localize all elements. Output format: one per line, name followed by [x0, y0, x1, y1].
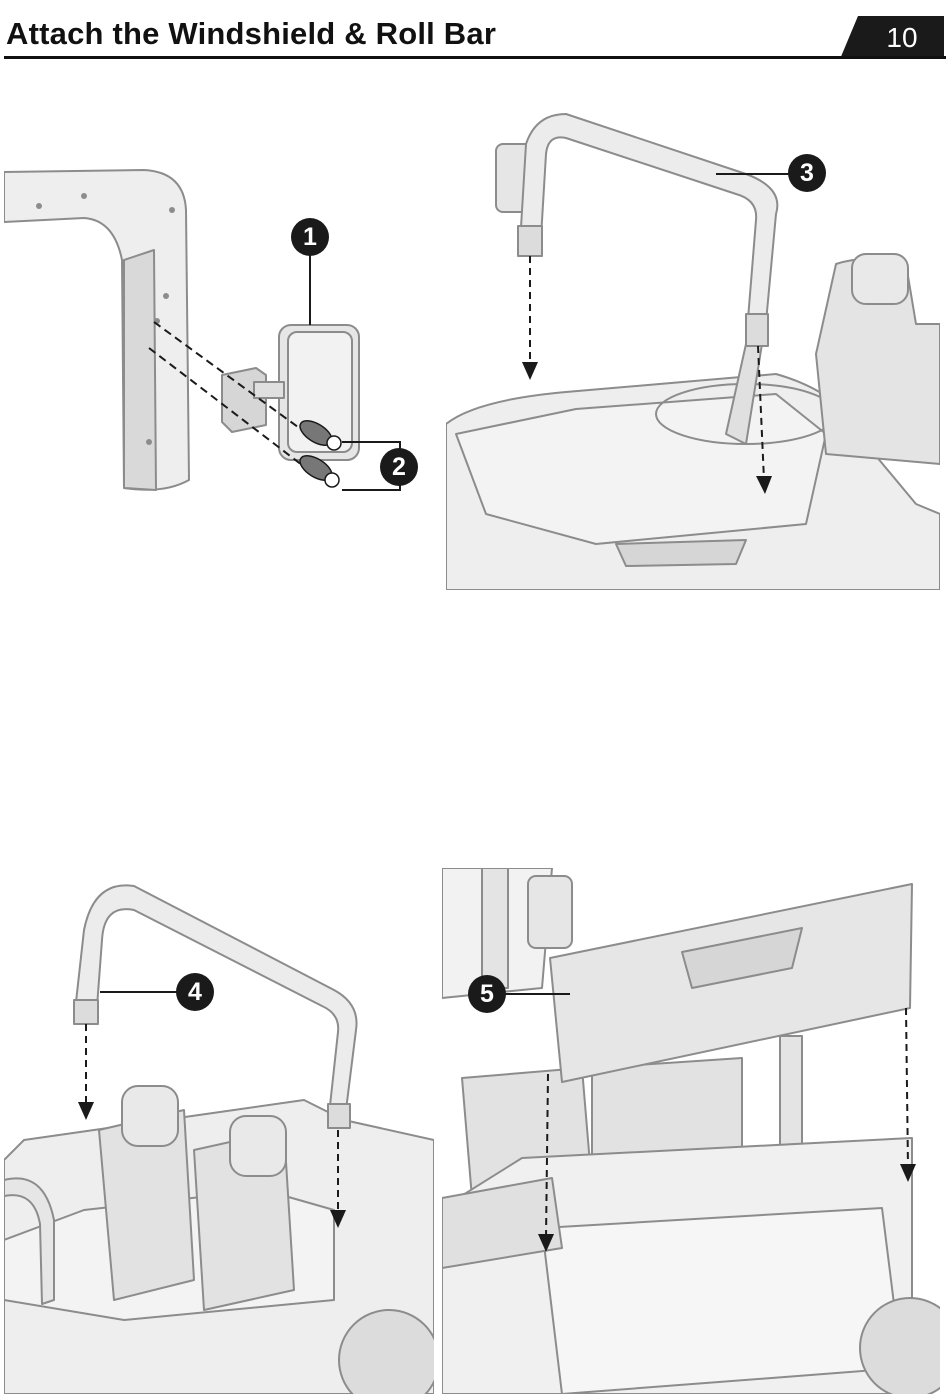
page-title: Attach the Windshield & Roll Bar [6, 16, 496, 52]
callout-4: 4 [176, 973, 214, 1011]
callout-1: 1 [291, 218, 329, 256]
step-panel-rear-roll-bar: 4 [4, 880, 434, 1394]
mirror-attach-illustration [4, 160, 444, 510]
page-number: 10 [872, 22, 932, 54]
callout-5: 5 [468, 975, 506, 1013]
front-roll-bar-illustration [446, 104, 940, 590]
title-rule [4, 56, 946, 59]
callout-2: 2 [380, 448, 418, 486]
step-panel-front-roll-bar: 3 [446, 104, 940, 590]
tailgate-illustration [442, 868, 940, 1394]
step-panel-tailgate: 5 [442, 868, 940, 1394]
callout-3: 3 [788, 154, 826, 192]
step-panel-mirror-attach: 1 2 [4, 160, 444, 510]
rear-roll-bar-illustration [4, 880, 434, 1394]
